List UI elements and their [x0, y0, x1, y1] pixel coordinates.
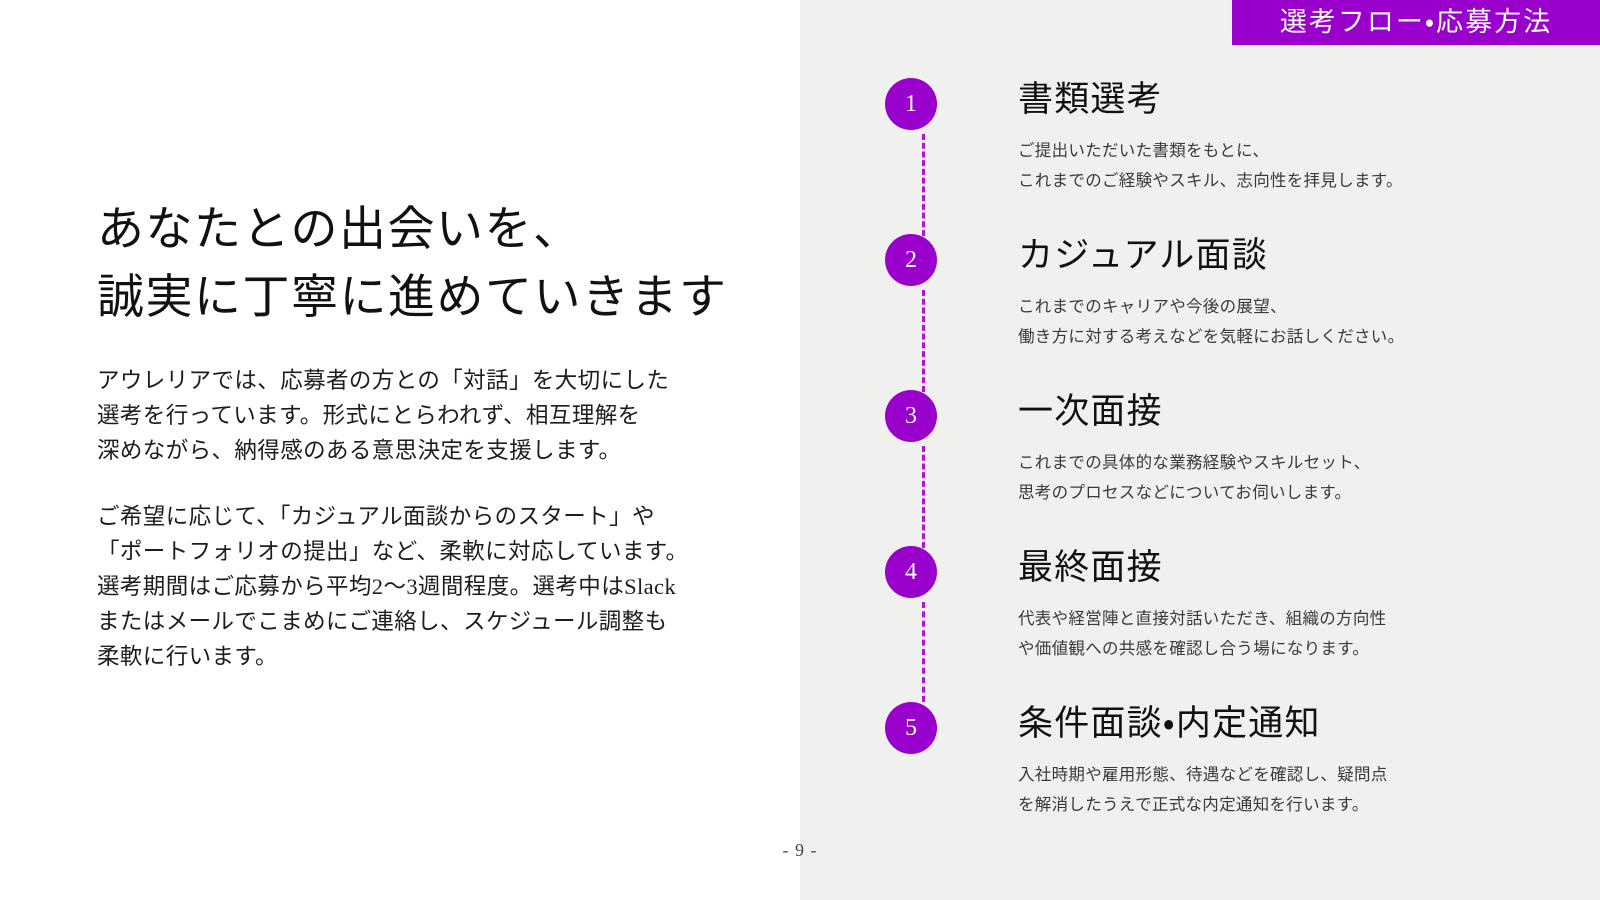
right-timeline-panel: 選考フロー・応募方法 1 書類選考 ご提出いただいた書類をもとに、 これまでのご…: [800, 0, 1600, 900]
page-title-line-2: 誠実に丁寧に進めていきます: [97, 272, 728, 324]
intro-paragraph-1-line-2: 選考を行っています。形式にとらわれず、相互理解を: [97, 403, 641, 428]
step-1-title: 書類選考: [1018, 80, 1163, 119]
step-4-description: 代表や経営陣と直接対話いただき、組織の方向性 や価値観への共感を確認し合う場にな…: [1018, 604, 1578, 664]
intro-paragraph-2-line-1: ご希望に応じて、「カジュアル面談からのスタート」や: [97, 504, 655, 529]
timeline-connector-1-2: [922, 134, 925, 236]
step-5-description-line-1: 入社時期や雇用形態、待遇などを確認し、疑問点: [1018, 765, 1388, 784]
intro-paragraph-2: ご希望に応じて、「カジュアル面談からのスタート」や 「ポートフォリオの提出」など…: [97, 499, 707, 674]
step-3-description: これまでの具体的な業務経験やスキルセット、 思考のプロセスなどについてお伺いしま…: [1018, 448, 1578, 508]
step-1-description-line-1: ご提出いただいた書類をもとに、: [1018, 141, 1270, 160]
step-3-description-line-2: 思考のプロセスなどについてお伺いします。: [1018, 483, 1352, 502]
timeline-connector-4-5: [922, 602, 925, 702]
step-2-description-line-1: これまでのキャリアや今後の展望、: [1018, 297, 1287, 316]
step-5-title: 条件面談・内定通知: [1018, 704, 1321, 743]
step-3-description-line-1: これまでの具体的な業務経験やスキルセット、: [1018, 453, 1371, 472]
step-3-body: 一次面接 これまでの具体的な業務経験やスキルセット、 思考のプロセスなどについて…: [1018, 390, 1578, 508]
timeline-connector-3-4: [922, 446, 925, 548]
step-5-description-line-2: を解消したうえで正式な内定通知を行います。: [1018, 795, 1369, 814]
intro-paragraph-1-line-1: アウレリアでは、応募者の方との「対話」を大切にした: [97, 368, 670, 393]
step-1-number-badge: 1: [885, 78, 937, 130]
step-2-number-badge: 2: [885, 234, 937, 286]
step-5-body: 条件面談・内定通知 入社時期や雇用形態、待遇などを確認し、疑問点 を解消したうえ…: [1018, 702, 1578, 820]
step-3-title: 一次面接: [1018, 392, 1163, 431]
step-1-description: ご提出いただいた書類をもとに、 これまでのご経験やスキル、志向性を拝見します。: [1018, 136, 1578, 196]
step-4-body: 最終面接 代表や経営陣と直接対話いただき、組織の方向性 や価値観への共感を確認し…: [1018, 546, 1578, 664]
step-5-description: 入社時期や雇用形態、待遇などを確認し、疑問点 を解消したうえで正式な内定通知を行…: [1018, 760, 1578, 820]
intro-paragraph-1: アウレリアでは、応募者の方との「対話」を大切にした 選考を行っています。形式にと…: [97, 363, 707, 468]
page-number: - 9 -: [782, 840, 818, 860]
page-title-line-1: あなたとの出会いを、: [97, 204, 582, 256]
step-4-number-badge: 4: [885, 546, 937, 598]
step-4-title: 最終面接: [1018, 548, 1163, 587]
page-title: あなたとの出会いを、 誠実に丁寧に進めていきます: [97, 196, 737, 332]
step-5-number-badge: 5: [885, 702, 937, 754]
step-2-description-line-2: 働き方に対する考えなどを気軽にお話しください。: [1018, 327, 1405, 346]
selection-flow-timeline: 1 書類選考 ご提出いただいた書類をもとに、 これまでのご経験やスキル、志向性を…: [800, 0, 1600, 900]
timeline-connector-2-3: [922, 290, 925, 392]
step-2-title: カジュアル面談: [1018, 236, 1268, 275]
intro-paragraph-2-line-4: またはメールでこまめにご連絡し、スケジュール調整も: [97, 609, 668, 634]
step-2-body: カジュアル面談 これまでのキャリアや今後の展望、 働き方に対する考えなどを気軽に…: [1018, 234, 1578, 352]
step-2-description: これまでのキャリアや今後の展望、 働き方に対する考えなどを気軽にお話しください。: [1018, 292, 1578, 352]
section-badge: 選考フロー・応募方法: [1232, 0, 1600, 45]
intro-paragraph-2-line-3: 選考期間はご応募から平均2〜3週間程度。選考中はSlack: [97, 574, 677, 599]
step-1-body: 書類選考 ご提出いただいた書類をもとに、 これまでのご経験やスキル、志向性を拝見…: [1018, 78, 1578, 196]
left-content-panel: あなたとの出会いを、 誠実に丁寧に進めていきます アウレリアでは、応募者の方との…: [97, 196, 737, 674]
intro-paragraph-2-line-5: 柔軟に行います。: [97, 644, 278, 669]
intro-paragraph-1-line-3: 深めながら、納得感のある意思決定を支援します。: [97, 438, 622, 463]
step-1-description-line-2: これまでのご経験やスキル、志向性を拝見します。: [1018, 171, 1403, 190]
step-4-description-line-2: や価値観への共感を確認し合う場になります。: [1018, 639, 1370, 658]
step-4-description-line-1: 代表や経営陣と直接対話いただき、組織の方向性: [1018, 609, 1387, 628]
step-3-number-badge: 3: [885, 390, 937, 442]
intro-paragraph-2-line-2: 「ポートフォリオの提出」など、柔軟に対応しています。: [97, 539, 689, 564]
